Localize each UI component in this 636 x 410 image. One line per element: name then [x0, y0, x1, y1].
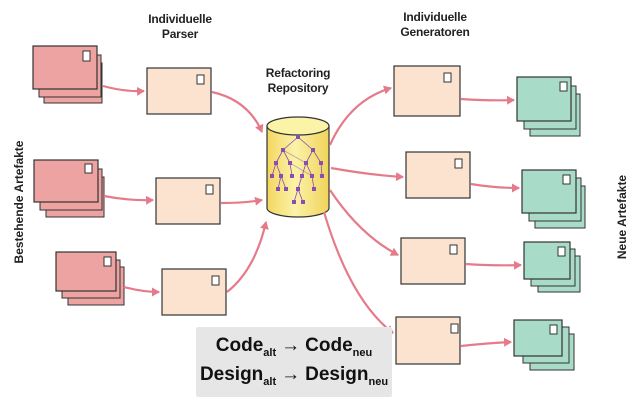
formula-box: Codealt→Codeneu Designalt→Designneu	[196, 327, 392, 397]
generator-box-3	[400, 237, 466, 285]
arrows-existing-to-parser	[102, 84, 160, 297]
generator-label-line2: Generatoren	[400, 25, 470, 39]
generator-box-4	[395, 316, 461, 365]
existing-artifact-stack-3	[55, 251, 125, 306]
repository-label-line1: Refactoring	[265, 66, 331, 80]
formula-row-code: Codealt→Codeneu	[196, 335, 392, 359]
parser-label-line2: Parser	[161, 27, 199, 41]
code-alt-base: Code	[215, 335, 264, 356]
design-alt-base: Design	[199, 364, 264, 385]
generator-box-2	[405, 151, 471, 199]
new-artifact-stack-2	[521, 169, 586, 229]
generator-label: Individuelle Generatoren	[385, 10, 485, 40]
code-neu-sub: neu	[352, 346, 373, 359]
arrows-generator-to-new-artifacts	[460, 95, 522, 348]
arrow-icon: →	[281, 335, 301, 356]
new-artifact-stack-4	[513, 319, 575, 371]
design-neu-base: Design	[305, 364, 369, 385]
new-artifacts-label: Neue Artefakte	[615, 174, 629, 260]
arrow-icon: →	[281, 364, 301, 385]
formula-row-design: Designalt→Designneu	[196, 364, 392, 388]
repository-tree	[270, 135, 324, 204]
new-artifact-stack-3	[523, 241, 581, 293]
existing-artifact-stack-2	[33, 159, 105, 218]
parser-label-line1: Individuelle	[148, 12, 212, 26]
parser-box-1	[146, 67, 212, 115]
existing-artifacts-label: Bestehende Artefakte	[12, 140, 26, 264]
code-alt-sub: alt	[263, 346, 277, 359]
arrows-repository-to-generators	[322, 85, 404, 334]
design-alt-sub: alt	[263, 375, 277, 388]
design-neu-sub: neu	[368, 375, 389, 388]
repository-label-line2: Repository	[267, 81, 329, 95]
repository-cylinder	[266, 116, 330, 218]
parser-box-3	[161, 268, 227, 316]
new-artifact-stack-1	[516, 76, 581, 137]
existing-artifact-stack-1	[32, 45, 103, 104]
parser-box-2	[155, 177, 221, 225]
code-neu-base: Code	[305, 335, 353, 356]
generator-box-1	[393, 65, 461, 117]
parser-label: Individuelle Parser	[130, 12, 230, 42]
generator-label-line1: Individuelle	[403, 10, 467, 24]
arrows-parser-to-repository	[211, 90, 269, 293]
repository-label: Refactoring Repository	[252, 66, 344, 96]
